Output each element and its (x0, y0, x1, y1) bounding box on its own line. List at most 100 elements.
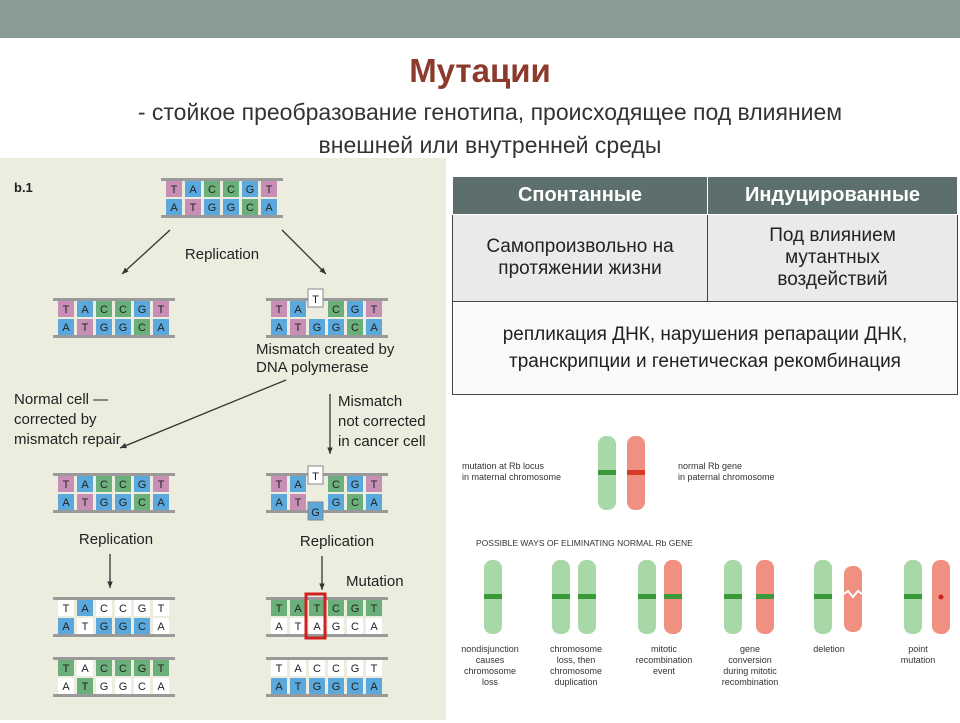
base (96, 660, 112, 676)
base-letter: C (119, 663, 127, 675)
way-label-5: deletion (813, 644, 845, 654)
base (58, 678, 74, 694)
base-letter: T (190, 202, 197, 214)
replication-label-left: Replication (79, 531, 153, 548)
base (242, 199, 258, 215)
base-letter: A (62, 621, 70, 633)
base-letter: C (119, 304, 127, 316)
base-letter: G (351, 304, 360, 316)
mismatch-letter: T (312, 471, 319, 483)
base-letter: A (370, 621, 378, 633)
cell-induced: Под влиянием мутантных воздействий (707, 214, 958, 302)
way-label-1: nondisjunction (461, 644, 519, 654)
base-letter: C (100, 479, 108, 491)
base (328, 600, 344, 616)
base (271, 494, 287, 510)
base (290, 319, 306, 335)
header-spontaneous: Спонтанные (452, 176, 708, 215)
base-letter: C (313, 663, 321, 675)
base (58, 319, 74, 335)
subtitle-line-1: - стойкое преобразование генотипа, проис… (137, 99, 843, 125)
base-letter: T (158, 304, 165, 316)
backbone (53, 510, 175, 513)
base (58, 600, 74, 616)
mismatch-label: DNA polymerase (256, 359, 369, 376)
replication-label-right: Replication (300, 533, 374, 550)
base-letter: C (119, 603, 127, 615)
page-title: Мутации (409, 52, 551, 89)
base-letter: T (158, 603, 165, 615)
base-letter: A (157, 497, 165, 509)
base (58, 476, 74, 492)
backbone (53, 473, 175, 476)
way-label-1: chromosome (464, 666, 516, 676)
base-letter: G (332, 322, 341, 334)
base (134, 319, 150, 335)
mismatch-base (307, 465, 324, 485)
gene-band (756, 594, 774, 599)
base (96, 678, 112, 694)
base-letter: T (82, 322, 89, 334)
base-letter: A (81, 603, 89, 615)
base-letter: T (158, 663, 165, 675)
base-letter: G (138, 603, 147, 615)
base-letter: G (351, 479, 360, 491)
base (271, 678, 287, 694)
base (115, 678, 131, 694)
gene-band (484, 594, 502, 599)
base (153, 600, 169, 616)
base (261, 199, 277, 215)
chromosome (638, 560, 656, 634)
base-letter: C (100, 663, 108, 675)
base-letter: A (275, 621, 283, 633)
way-label-2: loss, then (557, 655, 596, 665)
base (134, 600, 150, 616)
base-letter: T (276, 304, 283, 316)
backbone (53, 298, 175, 301)
base (366, 319, 382, 335)
base-letter: T (276, 663, 283, 675)
base (328, 660, 344, 676)
base-letter: T (63, 603, 70, 615)
base (115, 301, 131, 317)
base (153, 618, 169, 634)
base (58, 301, 74, 317)
base-letter: A (265, 202, 273, 214)
base (77, 678, 93, 694)
base-letter: G (100, 322, 109, 334)
base-letter: C (100, 304, 108, 316)
base (115, 618, 131, 634)
way-label-3: mitotic (651, 644, 678, 654)
way-label-3: recombination (636, 655, 693, 665)
base (96, 476, 112, 492)
base (290, 678, 306, 694)
base-letter: A (313, 621, 321, 633)
chromosome-segment (664, 560, 682, 584)
backbone (161, 215, 283, 218)
not-corrected-label: not corrected (338, 413, 426, 430)
way-label-4: gene (740, 644, 760, 654)
base (204, 181, 220, 197)
base (328, 678, 344, 694)
base-letter: A (81, 304, 89, 316)
base (115, 476, 131, 492)
base (153, 476, 169, 492)
page-subtitle: - стойкое преобразование генотипа, проис… (60, 96, 920, 162)
base-letter: G (332, 621, 341, 633)
base-letter: G (332, 681, 341, 693)
not-corrected-label: in cancer cell (338, 433, 426, 450)
base-letter: G (100, 497, 109, 509)
chromosome (904, 560, 922, 634)
mismatch-label: Mismatch created by (256, 341, 395, 358)
base (204, 199, 220, 215)
base (328, 494, 344, 510)
base-letter: T (295, 497, 302, 509)
normal-label: normal Rb gene (678, 461, 742, 471)
gene-band (598, 470, 616, 475)
base (328, 319, 344, 335)
way-label-4: recombination (722, 677, 779, 687)
base (290, 494, 306, 510)
base-letter: C (351, 497, 359, 509)
